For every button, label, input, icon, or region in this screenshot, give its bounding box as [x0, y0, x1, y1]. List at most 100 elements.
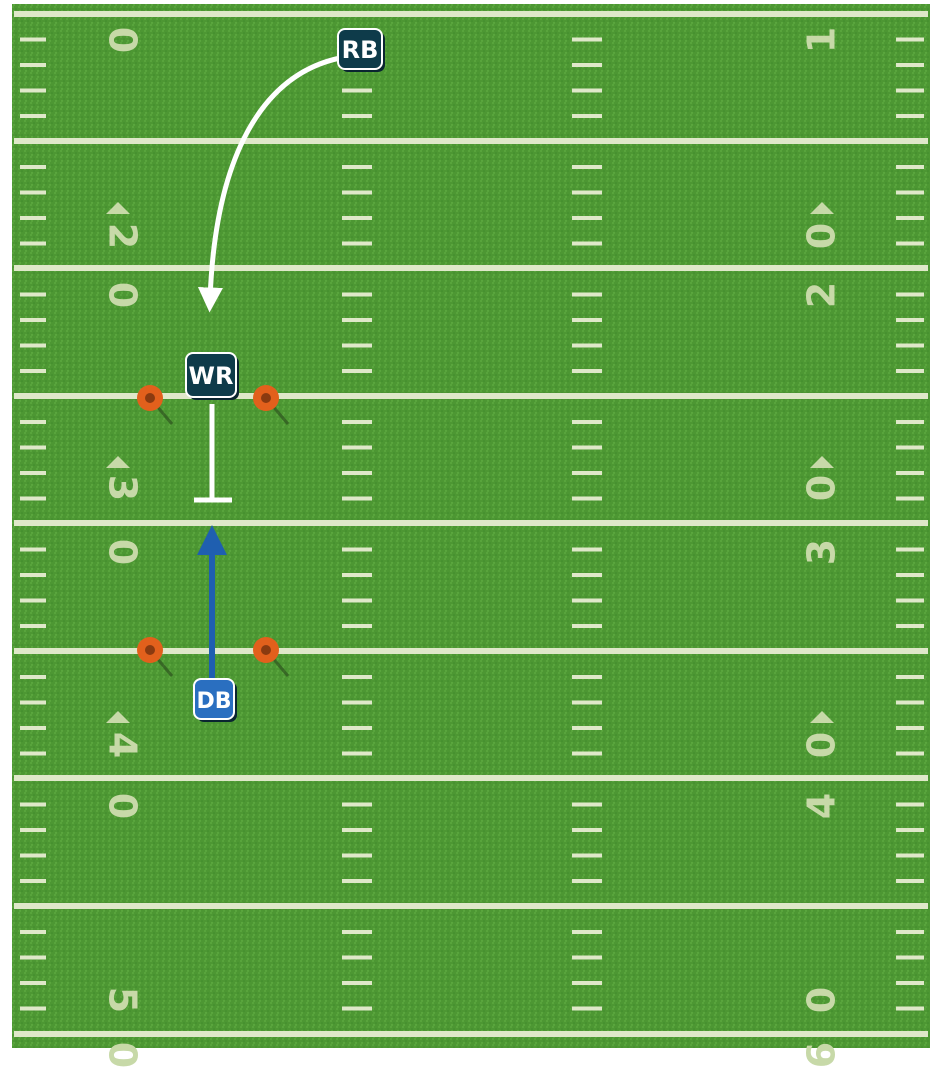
hash-mark — [20, 242, 46, 246]
hash-mark — [896, 497, 924, 501]
hash-mark — [342, 573, 372, 577]
yard-line — [14, 520, 928, 526]
hash-mark — [342, 165, 372, 169]
hash-mark — [342, 242, 372, 246]
hash-mark — [20, 191, 46, 195]
yard-line — [14, 11, 928, 17]
hash-mark — [572, 548, 602, 552]
yard-line — [14, 265, 928, 271]
yard-number: 4 — [800, 793, 844, 819]
hash-mark — [572, 752, 602, 756]
player-rb: RB — [338, 29, 385, 72]
hash-mark — [342, 879, 372, 883]
hash-mark — [896, 63, 924, 67]
hash-mark — [572, 420, 602, 424]
hash-mark — [896, 446, 924, 450]
hash-mark — [20, 854, 46, 858]
hash-mark — [20, 624, 46, 628]
yard-number: 0 — [101, 539, 145, 565]
hash-mark — [20, 548, 46, 552]
player-db: DB — [194, 679, 237, 722]
hash-mark — [896, 624, 924, 628]
hash-mark — [896, 675, 924, 679]
hash-mark — [572, 242, 602, 246]
hash-mark — [572, 599, 602, 603]
hash-mark — [896, 828, 924, 832]
hash-mark — [342, 803, 372, 807]
hash-mark — [20, 369, 46, 373]
hash-mark — [20, 63, 46, 67]
yard-number: 0 — [101, 793, 145, 819]
hash-mark — [572, 369, 602, 373]
hash-mark — [342, 191, 372, 195]
hash-mark — [572, 471, 602, 475]
hash-mark — [572, 165, 602, 169]
yard-number: 0 — [101, 282, 145, 308]
yard-number: 6 — [800, 1042, 844, 1068]
hash-mark — [20, 752, 46, 756]
hash-mark — [896, 420, 924, 424]
hash-mark — [20, 293, 46, 297]
hash-mark — [896, 956, 924, 960]
hash-mark — [20, 599, 46, 603]
hash-mark — [572, 879, 602, 883]
hash-mark — [342, 471, 372, 475]
hash-mark — [896, 548, 924, 552]
hash-mark — [896, 369, 924, 373]
yard-number: 5 — [101, 987, 145, 1013]
hash-mark — [572, 854, 602, 858]
hash-mark — [572, 726, 602, 730]
hash-mark — [342, 675, 372, 679]
yard-line — [14, 138, 928, 144]
hash-mark — [20, 828, 46, 832]
hash-mark — [342, 293, 372, 297]
yard-number: 3 — [800, 539, 844, 565]
hash-mark — [572, 981, 602, 985]
hash-mark — [572, 89, 602, 93]
hash-mark — [896, 344, 924, 348]
hash-mark — [896, 191, 924, 195]
hash-mark — [896, 930, 924, 934]
hash-mark — [896, 1007, 924, 1011]
hash-mark — [572, 956, 602, 960]
hash-mark — [342, 956, 372, 960]
hash-mark — [20, 930, 46, 934]
hash-mark — [20, 726, 46, 730]
yard-number: 1 — [800, 27, 844, 53]
yard-number: 0 — [800, 732, 844, 758]
hash-mark — [896, 165, 924, 169]
hash-mark — [572, 344, 602, 348]
hash-mark — [342, 624, 372, 628]
hash-mark — [342, 930, 372, 934]
hash-mark — [20, 344, 46, 348]
hash-mark — [20, 981, 46, 985]
hash-mark — [20, 165, 46, 169]
hash-mark — [20, 497, 46, 501]
hash-mark — [342, 344, 372, 348]
hash-mark — [342, 828, 372, 832]
player-db-label: DB — [196, 689, 231, 714]
hash-mark — [896, 981, 924, 985]
hash-mark — [20, 701, 46, 705]
hash-mark — [342, 420, 372, 424]
yard-number: 0 — [800, 475, 844, 501]
hash-mark — [572, 1007, 602, 1011]
hash-mark — [572, 114, 602, 118]
hash-mark — [342, 981, 372, 985]
yard-number: 2 — [101, 223, 145, 249]
yard-line — [14, 903, 928, 909]
hash-mark — [342, 752, 372, 756]
hash-mark — [342, 216, 372, 220]
hash-mark — [572, 63, 602, 67]
hash-mark — [896, 242, 924, 246]
yard-line — [14, 1031, 928, 1037]
hash-mark — [342, 701, 372, 705]
hash-mark — [896, 726, 924, 730]
yard-number: 0 — [800, 987, 844, 1013]
hash-mark — [572, 803, 602, 807]
hash-mark — [896, 216, 924, 220]
hash-mark — [20, 420, 46, 424]
hash-mark — [896, 89, 924, 93]
hash-mark — [572, 701, 602, 705]
